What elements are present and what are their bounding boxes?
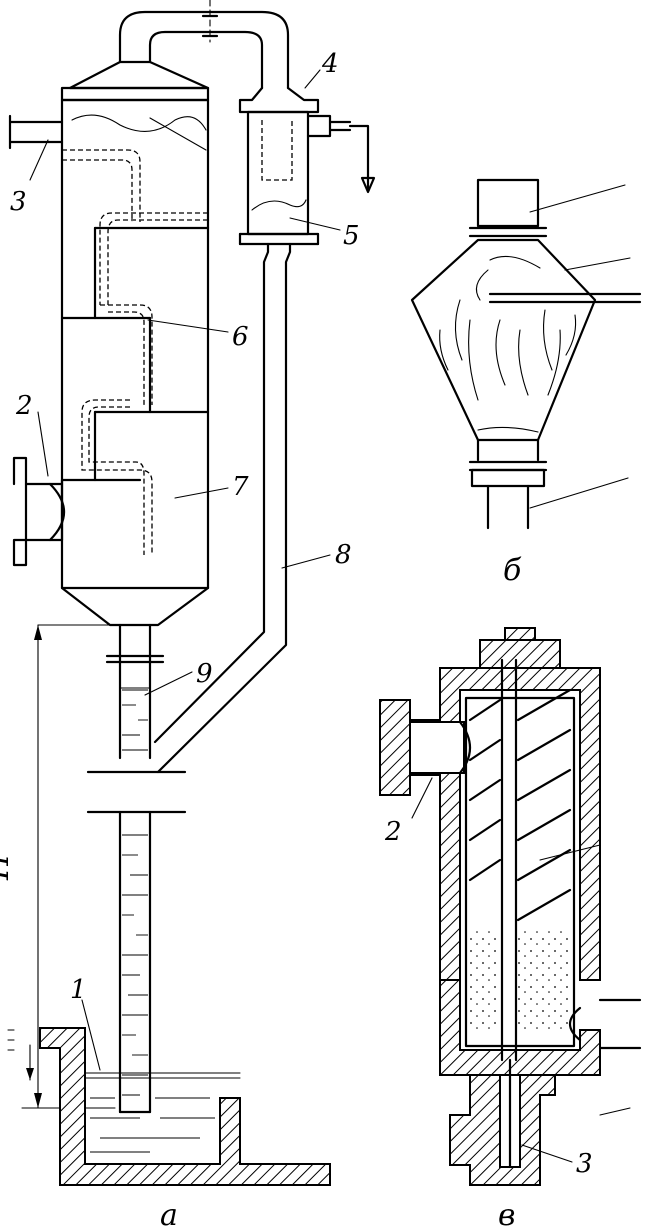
column-body (60, 98, 210, 590)
height-label: H (0, 853, 16, 881)
label-6: 6 (232, 322, 249, 352)
view-b: б (410, 178, 642, 588)
caption-b: б (503, 553, 522, 588)
label-1: 1 (70, 975, 87, 1005)
label-7: 7 (232, 472, 249, 502)
caption-v: в (498, 1198, 515, 1230)
label-v-2: 2 (384, 817, 402, 847)
receiver-tank (39, 1027, 331, 1186)
separator-body (246, 110, 310, 236)
label-9: 9 (196, 659, 213, 689)
tank-liquid (90, 1097, 215, 1153)
label-4: 4 (321, 49, 339, 79)
blades (468, 688, 572, 922)
caption-a: а (160, 1198, 178, 1230)
view-v: 2 3 в (379, 627, 642, 1230)
label-2: 2 (15, 391, 33, 421)
label-5: 5 (343, 221, 360, 251)
label-v-3: 3 (576, 1149, 593, 1179)
spray-lines (439, 255, 577, 401)
leg-liquid (122, 689, 148, 1096)
label-3: 3 (10, 187, 27, 217)
label-8: 8 (335, 540, 352, 570)
view-a: 3 4 5 6 7 8 9 2 1 H а (0, 0, 376, 1230)
